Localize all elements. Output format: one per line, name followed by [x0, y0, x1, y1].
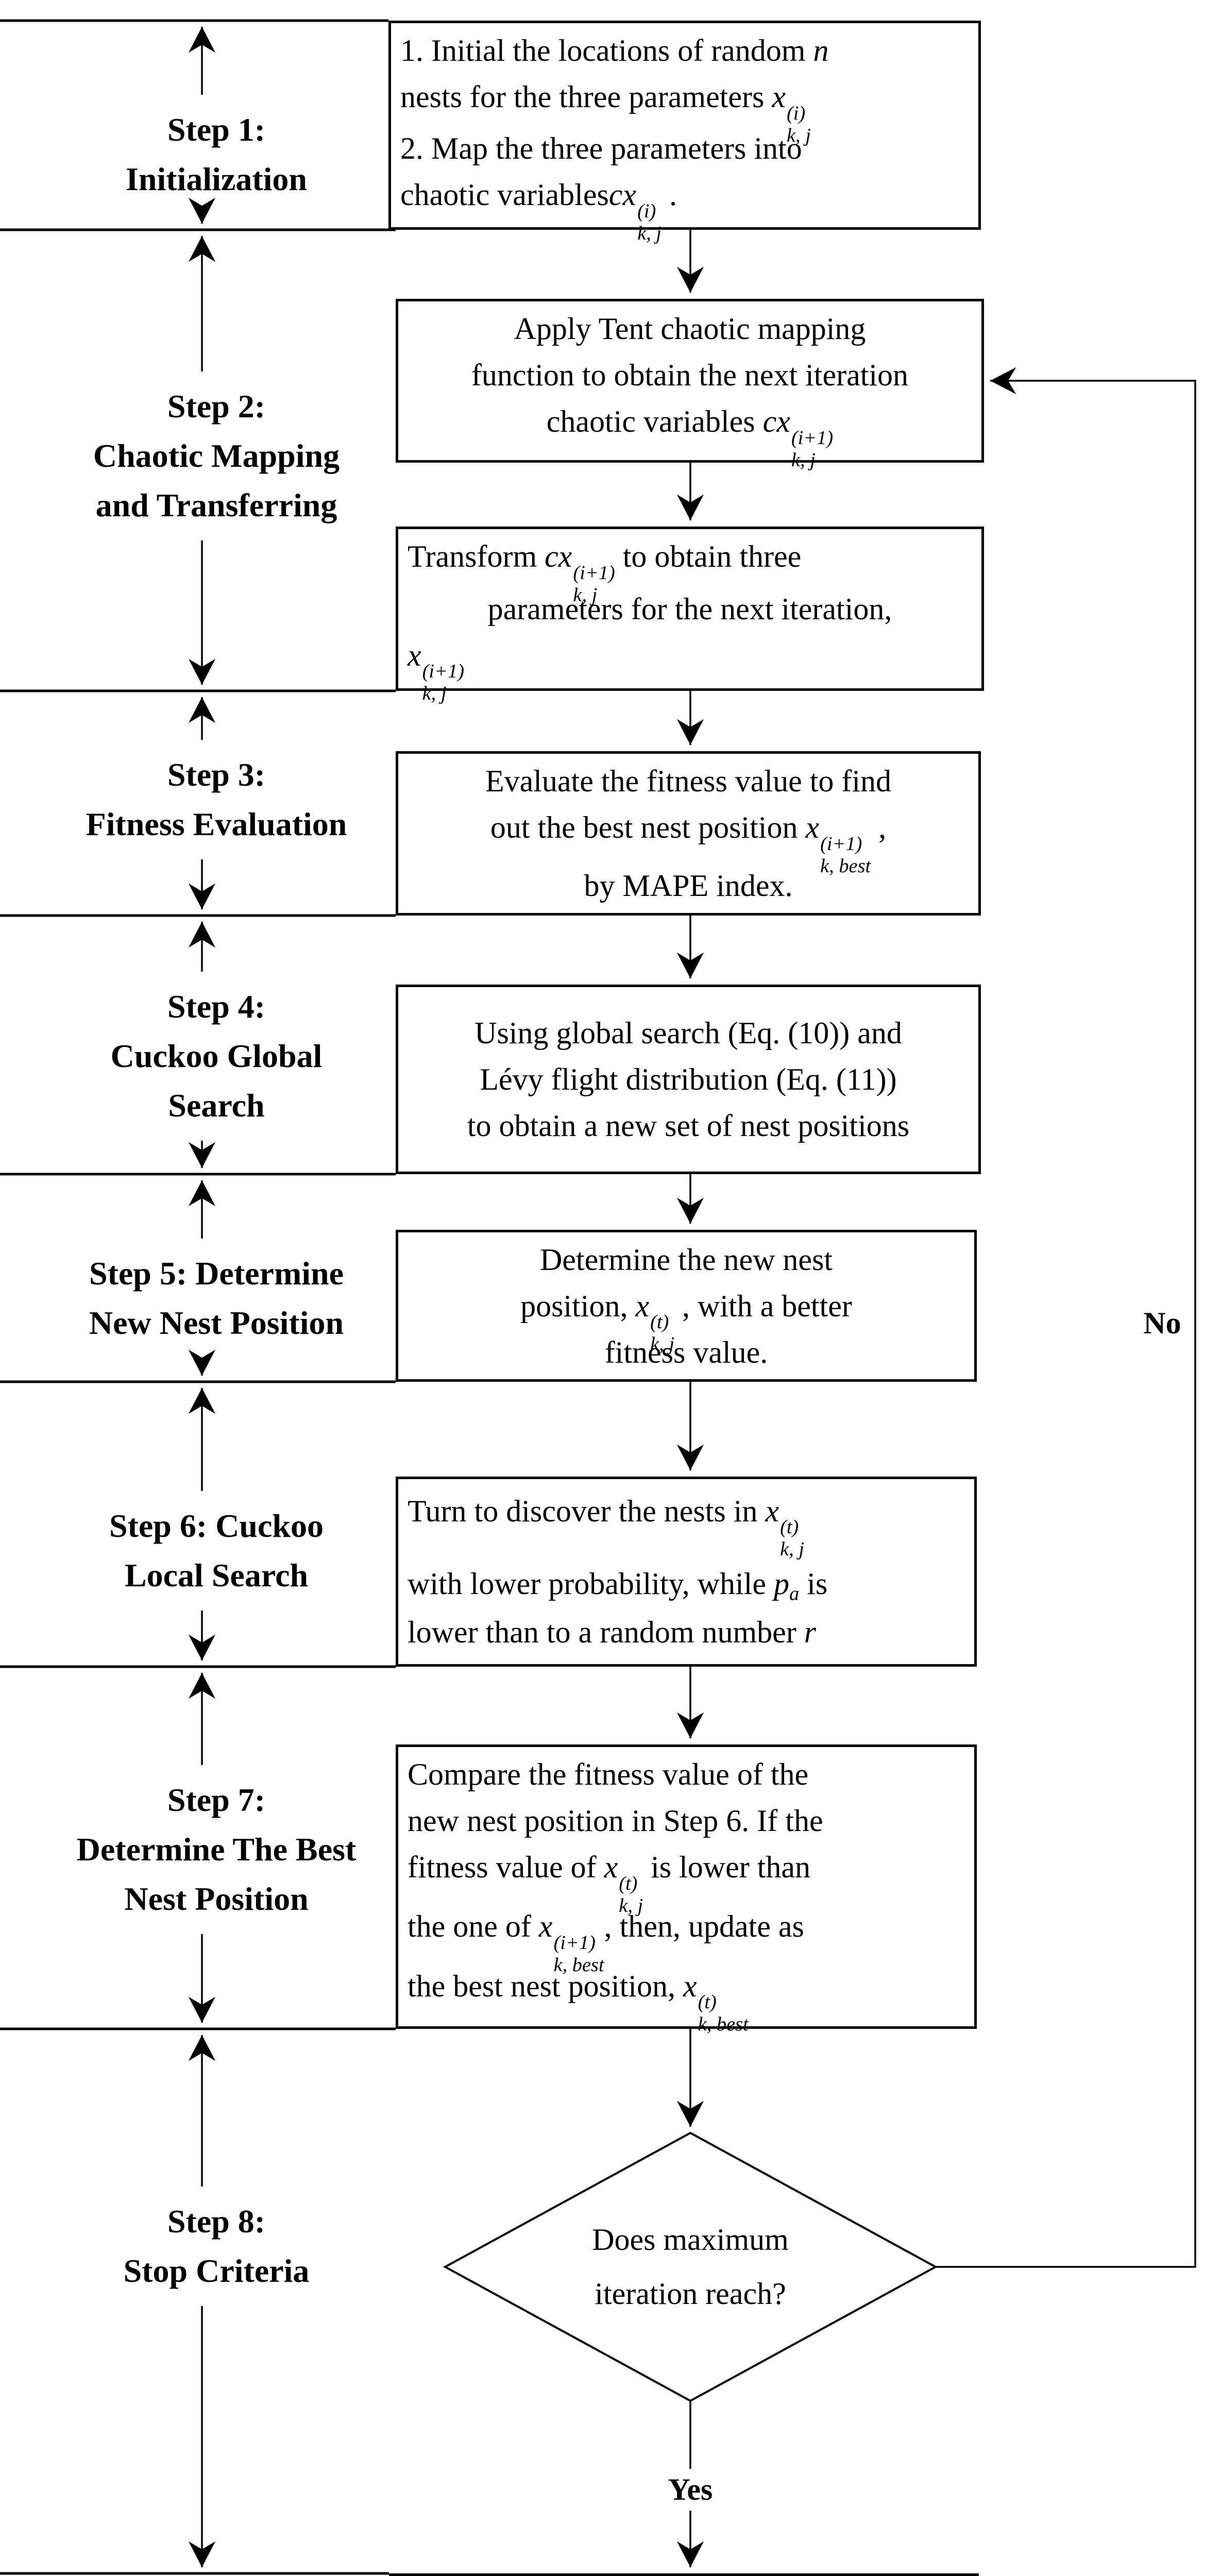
text-line: New Nest Position — [89, 1304, 344, 1341]
text-line: Evaluate the fitness value to find — [485, 764, 892, 798]
text-line: by MAPE index. — [584, 869, 793, 903]
text-line: Step 1: — [167, 111, 266, 148]
text-line: fitness value of x(t)k, j is lower than — [408, 1850, 811, 1917]
text-line: function to obtain the next iteration — [471, 358, 909, 392]
text-line: chaotic variables cx(i+1)k, j — [546, 404, 834, 471]
text-line: Step 4: — [167, 988, 266, 1025]
text-line: Does maximum — [592, 2223, 789, 2257]
text-line: lower than to a random number r — [408, 1615, 817, 1650]
decision-text: Does maximum iteration reach? — [445, 2138, 936, 2396]
text-line: parameters for the next iteration, — [487, 591, 892, 626]
text-line: to obtain a new set of nest positions — [467, 1109, 910, 1143]
text-line: Fitness Evaluation — [86, 806, 347, 842]
divider-lines — [0, 19, 396, 2575]
text-line: out the best nest position x(i+1)k, best… — [490, 810, 887, 877]
text-line: position, x(t)k, j , with a better — [520, 1289, 852, 1355]
text-line: Search — [168, 1087, 265, 1124]
text-line: Cuckoo Global — [110, 1038, 323, 1074]
box-new-nest-position: Determine the new nest position, x(t)k, j… — [396, 1230, 977, 1382]
text-line: Initialization — [125, 161, 308, 197]
text-line: Determine The Best — [76, 1831, 357, 1868]
text-line: Step 6: Cuckoo — [109, 1507, 324, 1544]
no-label: No — [1131, 1302, 1193, 1344]
text-line: nests for the three parameters x(i)k, j — [400, 80, 811, 146]
text-line: Local Search — [124, 1557, 309, 1594]
yes-label: Yes — [647, 2469, 734, 2511]
text-line: and Transferring — [95, 487, 337, 523]
text-line: Step 5: Determine — [89, 1255, 344, 1292]
text-line: fitness value. — [604, 1335, 768, 1369]
step-label-3: Step 3: Fitness Evaluation — [10, 750, 422, 849]
decision-diamond — [443, 2131, 938, 2402]
box-best-nest-position: Compare the fitness value of the new nest… — [396, 1744, 977, 2036]
text-line: Turn to discover the nests in x(t)k, j — [408, 1494, 804, 1561]
text-line: Step 8: — [167, 2203, 266, 2240]
text-line: Determine the new nest — [539, 1242, 833, 1277]
text-line: new nest position in Step 6. If the — [408, 1804, 823, 1838]
step-label-1: Step 1: Initialization — [10, 105, 422, 204]
box-tent-chaotic-mapping: Apply Tent chaotic mapping function to ob… — [396, 299, 984, 471]
text-line: Transform cx(i+1)k, j to obtain three — [408, 539, 802, 606]
text-line: iteration reach? — [595, 2277, 786, 2311]
box-finish: Finish — [389, 2573, 979, 2576]
text-line: x(i+1)k, j — [408, 638, 464, 705]
text-line: Lévy flight distribution (Eq. (11)) — [480, 1062, 897, 1096]
text-line: Apply Tent chaotic mapping — [514, 312, 866, 346]
step-label-8: Step 8: Stop Criteria — [10, 2197, 422, 2296]
text-line: Using global search (Eq. (10)) and — [474, 1016, 902, 1050]
box-local-search: Turn to discover the nests in x(t)k, j wi… — [396, 1477, 977, 1667]
text-line: chaotic variablescx(i)k, j . — [400, 178, 677, 244]
text-line: Compare the fitness value of the — [408, 1757, 809, 1791]
box-fitness-evaluation: Evaluate the fitness value to find out th… — [396, 751, 981, 916]
text-line: Step 2: — [167, 388, 266, 425]
text-line: Step 3: — [167, 756, 266, 793]
no-feedback-arrow — [936, 367, 1196, 2268]
text-line: the best nest position, x(t)k, best — [408, 1969, 749, 2036]
text-line: Step 7: — [167, 1782, 266, 1818]
text-line: the one of x(i+1)k, best, then, update a… — [408, 1909, 804, 1976]
text-line: Stop Criteria — [123, 2252, 310, 2289]
text-line: 1. Initial the locations of random n — [400, 33, 829, 67]
text-line: with lower probability, while pa is — [408, 1567, 828, 1605]
step-label-2: Step 2: Chaotic Mapping and Transferring — [10, 382, 422, 530]
box-initialization: 1. Initial the locations of random n nest… — [388, 21, 981, 244]
text-line: Nest Position — [124, 1880, 309, 1917]
text-line: 2. Map the three parameters into — [400, 131, 802, 165]
text-line: Chaotic Mapping — [93, 437, 340, 474]
